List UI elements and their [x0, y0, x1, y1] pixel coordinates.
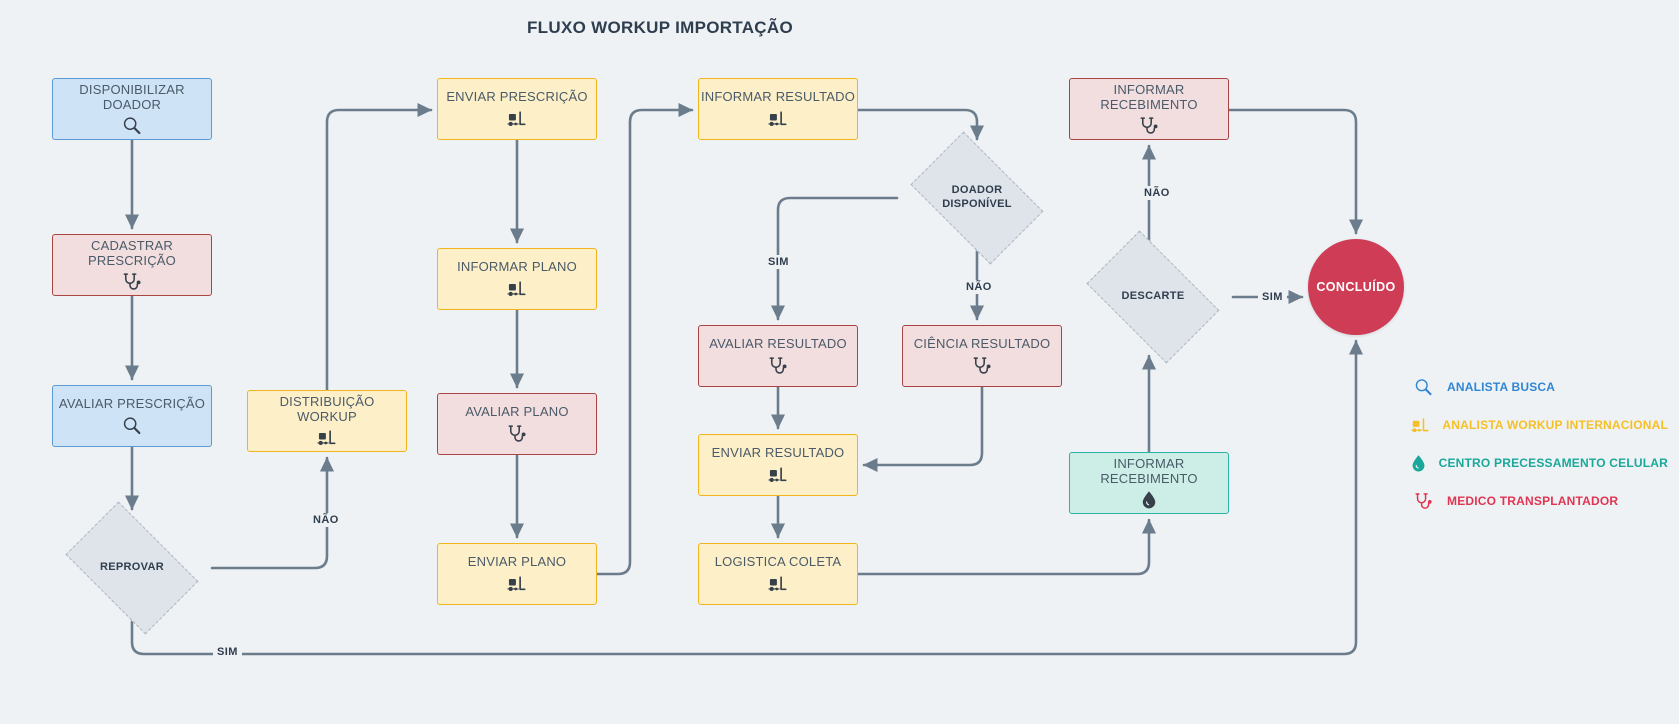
- node-enviar-prescricao[interactable]: ENVIAR PRESCRIÇÃO: [437, 78, 597, 140]
- forklift-icon: [767, 108, 789, 130]
- stethoscope-icon: [1408, 491, 1438, 512]
- magnifier-icon: [121, 415, 143, 437]
- node-cadastrar-prescricao[interactable]: CADASTRAR PRESCRIÇÃO: [52, 234, 212, 296]
- node-enviar-resultado[interactable]: ENVIAR RESULTADO: [698, 434, 858, 496]
- node-distribuicao-workup[interactable]: DISTRIBUIÇÃO WORKUP: [247, 390, 407, 452]
- node-label: DISPONIBILIZAR DOADOR: [79, 81, 185, 112]
- edge-logistica-to-informar-recebimento-ccc: [856, 518, 1157, 576]
- node-label: CIÊNCIA RESULTADO: [913, 336, 1051, 352]
- node-logistica-coleta[interactable]: LOGISTICA COLETA: [698, 543, 858, 605]
- legend-label: ANALISTA BUSCA: [1447, 380, 1556, 394]
- stethoscope-icon: [767, 355, 789, 377]
- edge-label-descarte-sim: SIM: [1258, 290, 1287, 304]
- forklift-icon: [506, 573, 528, 595]
- node-disponibilizar-doador[interactable]: DISPONIBILIZAR DOADOR: [52, 78, 212, 140]
- forklift-icon: [506, 108, 528, 130]
- edge-informar-recebimento-medico-to-concluido: [1227, 108, 1364, 235]
- terminator-concluido[interactable]: CONCLUÍDO: [1308, 239, 1404, 335]
- node-ciencia-resultado[interactable]: CIÊNCIA RESULTADO: [902, 325, 1062, 387]
- legend-item-medico-transplantador: MEDICO TRANSPLANTADOR: [1408, 482, 1668, 520]
- stethoscope-icon: [971, 355, 993, 377]
- stethoscope-icon: [1138, 115, 1160, 137]
- legend-item-analista-busca: ANALISTA BUSCA: [1408, 368, 1668, 406]
- edge-doador-sim-to-avaliar-resultado: [770, 196, 899, 321]
- node-label: AVALIAR RESULTADO: [709, 336, 847, 352]
- legend-item-analista-workup-internacional: ANALISTA WORKUP INTERNACIONAL: [1408, 406, 1668, 444]
- drop-icon: [1138, 489, 1160, 511]
- node-avaliar-resultado[interactable]: AVALIAR RESULTADO: [698, 325, 858, 387]
- edge-label-doador-sim: SIM: [764, 255, 793, 269]
- node-avaliar-prescricao[interactable]: AVALIAR PRESCRIÇÃO: [52, 385, 212, 447]
- forklift-icon: [316, 427, 338, 449]
- node-label: LOGISTICA COLETA: [714, 554, 842, 570]
- magnifier-icon: [121, 115, 143, 137]
- forklift-icon: [506, 278, 528, 300]
- node-avaliar-plano[interactable]: AVALIAR PLANO: [437, 393, 597, 455]
- node-label: AVALIAR PRESCRIÇÃO: [58, 396, 206, 412]
- node-informar-recebimento-medico[interactable]: INFORMAR RECEBIMENTO: [1069, 78, 1229, 140]
- node-label: ENVIAR PRESCRIÇÃO: [446, 89, 588, 105]
- node-informar-resultado[interactable]: INFORMAR RESULTADO: [698, 78, 858, 140]
- edge-enviar-plano-to-informar-resultado: [595, 102, 694, 576]
- decision-label: REPROVAR: [100, 561, 164, 574]
- terminator-label: CONCLUÍDO: [1316, 280, 1396, 294]
- stethoscope-icon: [121, 271, 143, 293]
- node-label: ENVIAR RESULTADO: [711, 445, 845, 461]
- forklift-icon: [767, 573, 789, 595]
- legend-label: MEDICO TRANSPLANTADOR: [1447, 494, 1619, 508]
- decision-reprovar[interactable]: REPROVAR: [52, 501, 212, 635]
- edge-label-doador-nao: NÃO: [962, 280, 996, 294]
- node-informar-plano[interactable]: INFORMAR PLANO: [437, 248, 597, 310]
- node-label: INFORMAR RECEBIMENTO: [1100, 81, 1198, 112]
- edge-label-descarte-nao: NÃO: [1140, 186, 1174, 200]
- legend-item-centro-processamento-celular: CENTRO PRECESSAMENTO CELULAR: [1408, 444, 1668, 482]
- edge-label-reprovar-sim: SIM: [213, 645, 242, 659]
- edge-distribuicao-to-enviar-prescricao: [325, 102, 433, 392]
- forklift-icon: [767, 464, 789, 486]
- decision-descarte[interactable]: DESCARTE: [1073, 230, 1233, 364]
- node-label: INFORMAR RESULTADO: [700, 89, 856, 105]
- legend-label: ANALISTA WORKUP INTERNACIONAL: [1442, 418, 1668, 432]
- forklift-icon: [1408, 415, 1433, 436]
- node-informar-recebimento-ccc[interactable]: INFORMAR RECEBIMENTO: [1069, 452, 1229, 514]
- edge-ciencia-resultado-to-enviar-resultado: [862, 385, 984, 473]
- page-title: FLUXO WORKUP IMPORTAÇÃO: [527, 18, 793, 37]
- magnifier-icon: [1408, 377, 1438, 398]
- node-label: INFORMAR RECEBIMENTO: [1100, 455, 1198, 486]
- decision-label: DESCARTE: [1121, 290, 1185, 303]
- edge-label-reprovar-nao: NÃO: [309, 513, 343, 527]
- node-label: AVALIAR PLANO: [465, 404, 569, 420]
- node-enviar-plano[interactable]: ENVIAR PLANO: [437, 543, 597, 605]
- node-label: CADASTRAR PRESCRIÇÃO: [88, 237, 176, 268]
- stethoscope-icon: [506, 423, 528, 445]
- node-label: ENVIAR PLANO: [467, 554, 567, 570]
- legend-label: CENTRO PRECESSAMENTO CELULAR: [1438, 456, 1668, 470]
- node-label: DISTRIBUIÇÃO WORKUP: [279, 393, 375, 424]
- drop-icon: [1408, 453, 1430, 474]
- legend: ANALISTA BUSCA ANALISTA WORKUP INTERNACIO…: [1408, 368, 1668, 520]
- node-label: INFORMAR PLANO: [457, 259, 577, 275]
